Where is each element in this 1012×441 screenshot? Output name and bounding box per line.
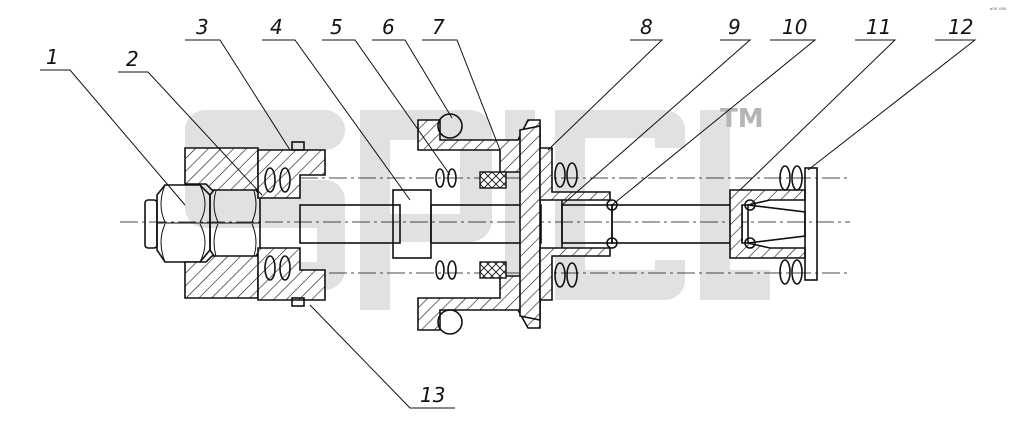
callout-13: 13 (420, 383, 445, 407)
corner-mark: ᵃ⁰⁰ ⁰⁰⁰ (990, 7, 1007, 14)
sleeve (539, 147, 618, 301)
callout-1: 1 (46, 45, 59, 69)
end-cap (729, 165, 818, 285)
callout-5: 5 (330, 15, 343, 39)
valve-body (417, 113, 541, 335)
callout-10: 10 (782, 15, 807, 39)
callout-6: 6 (382, 15, 395, 39)
callout-9: 9 (728, 15, 741, 39)
callout-12: 12 (948, 15, 973, 39)
spring-left (264, 167, 291, 281)
callout-8: 8 (640, 15, 653, 39)
callout-3: 3 (196, 15, 209, 39)
leader-lines (40, 39, 977, 409)
callout-11: 11 (866, 15, 891, 39)
trademark-text: TM (720, 104, 764, 134)
callouts: 1 2 3 4 5 6 7 8 9 10 11 12 13 (46, 15, 973, 407)
callout-7: 7 (432, 15, 445, 39)
callout-4: 4 (270, 15, 283, 39)
callout-2: 2 (126, 47, 139, 71)
